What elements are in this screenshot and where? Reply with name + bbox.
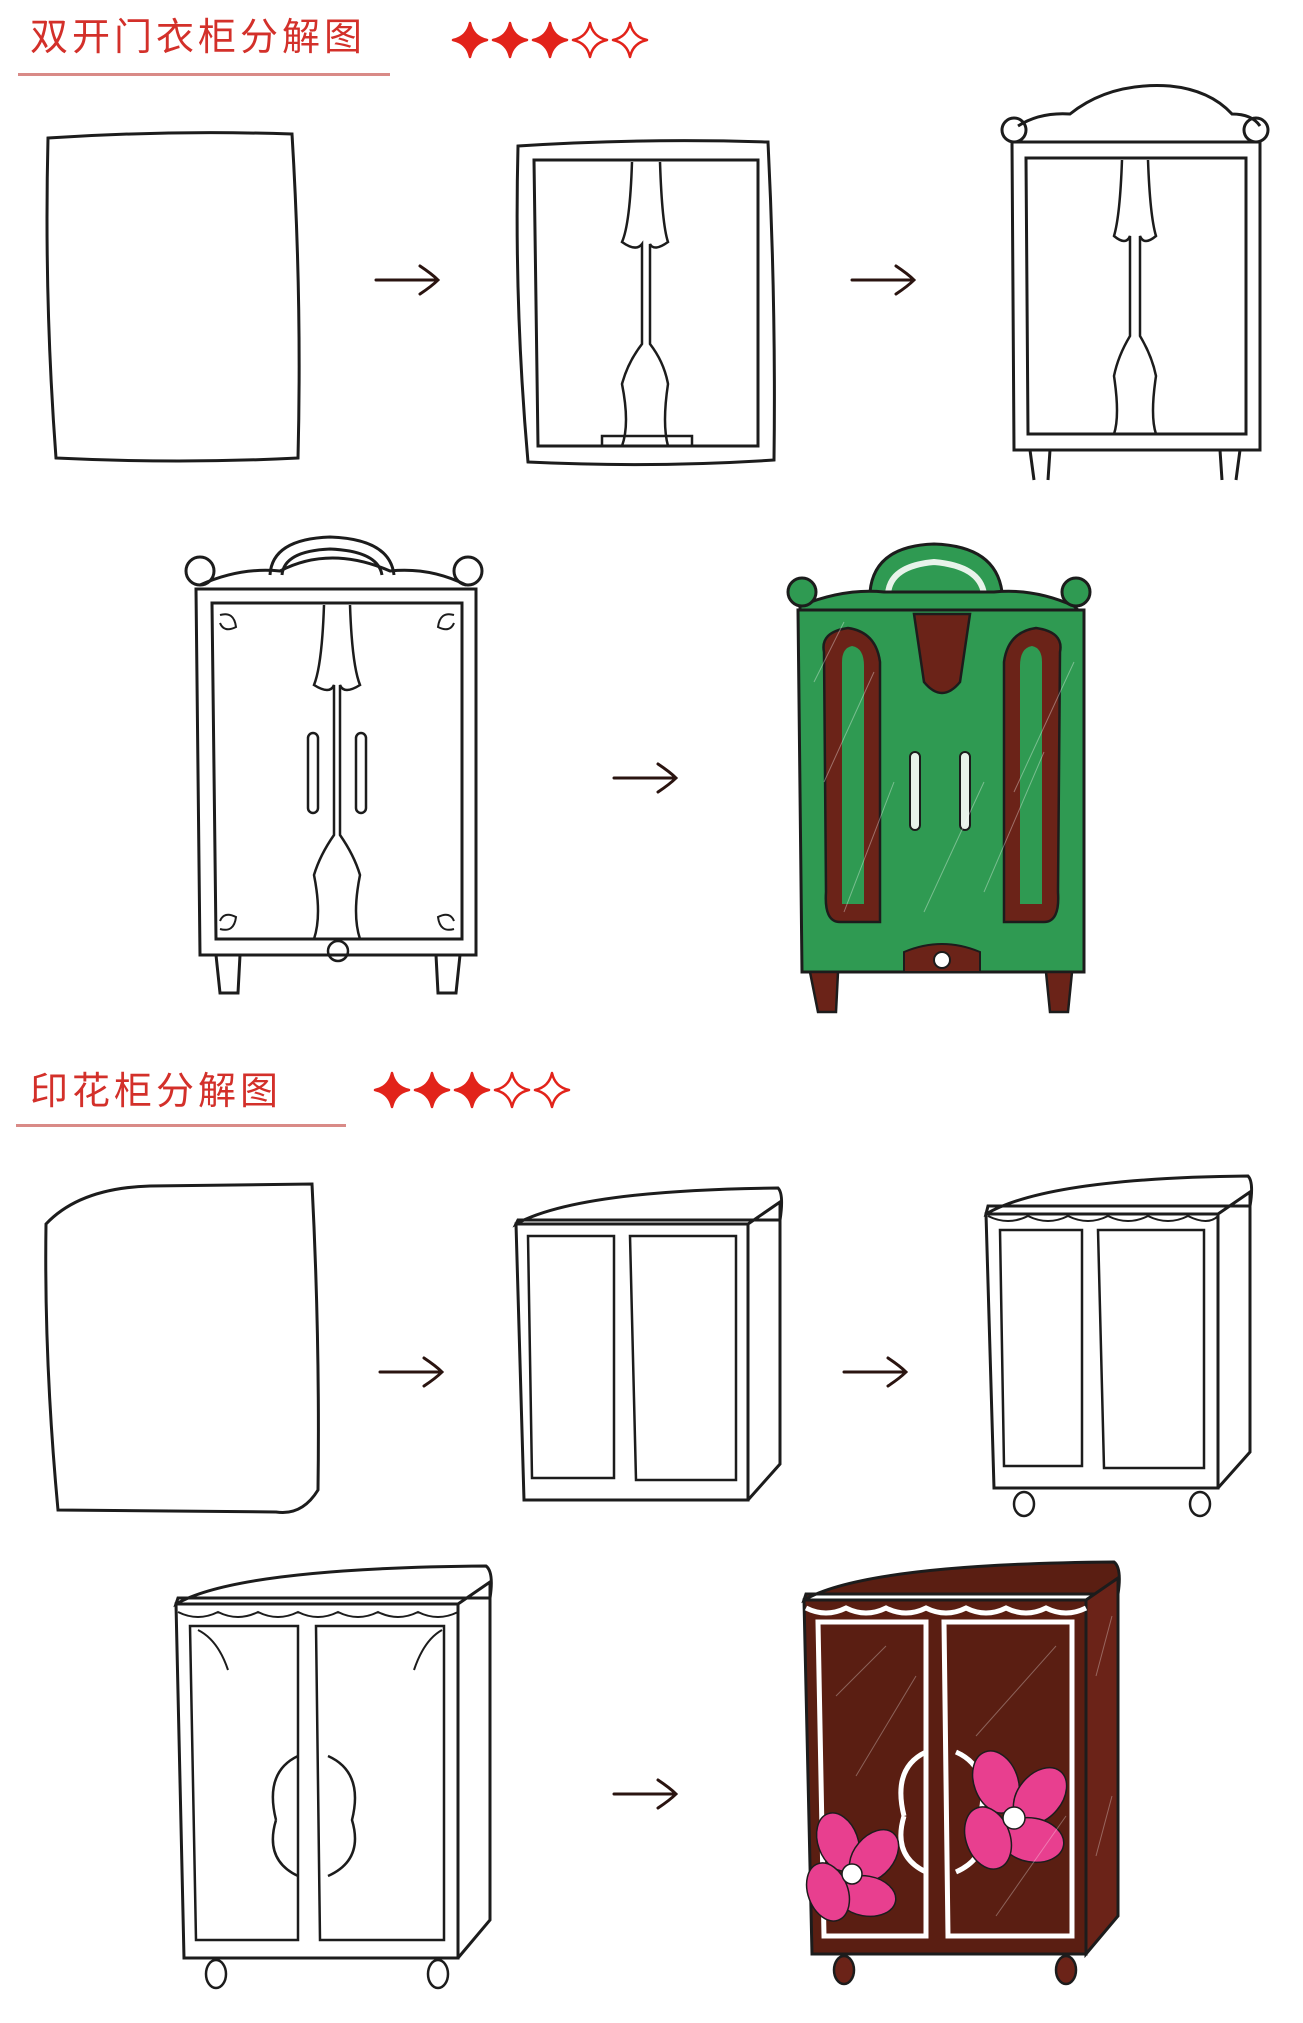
arrow-right-icon bbox=[842, 1356, 909, 1388]
arrow-right-icon bbox=[612, 1778, 679, 1810]
star-outline-icon bbox=[493, 1071, 531, 1109]
section-1-title: 双开门衣柜分解图 bbox=[30, 15, 367, 59]
wardrobe-step-1 bbox=[45, 131, 301, 463]
star-outline-icon bbox=[611, 21, 649, 59]
star-outline-icon bbox=[571, 21, 609, 59]
cabinet-step-2 bbox=[512, 1186, 784, 1502]
wardrobe-step-2 bbox=[515, 139, 776, 467]
arrow-right-icon bbox=[850, 264, 917, 296]
wardrobe-step-5-colored bbox=[786, 542, 1092, 1014]
cabinet-step-3 bbox=[983, 1174, 1254, 1518]
cabinet-step-5-colored bbox=[801, 1560, 1121, 1986]
star-outline-icon bbox=[533, 1071, 571, 1109]
star-filled-icon bbox=[531, 21, 569, 59]
star-filled-icon bbox=[373, 1071, 411, 1109]
section-2-underline bbox=[16, 1124, 346, 1127]
section-2-title: 印花柜分解图 bbox=[30, 1069, 283, 1113]
flower-right bbox=[963, 1750, 1068, 1870]
star-filled-icon bbox=[453, 1071, 491, 1109]
star-filled-icon bbox=[451, 21, 489, 59]
star-filled-icon bbox=[491, 21, 529, 59]
flower-left bbox=[805, 1812, 900, 1922]
cabinet-step-1 bbox=[44, 1182, 320, 1515]
wardrobe-step-3 bbox=[1000, 84, 1270, 481]
star-filled-icon bbox=[413, 1071, 451, 1109]
section-1-rating bbox=[450, 20, 650, 60]
section-1-underline bbox=[18, 73, 390, 76]
arrow-right-icon bbox=[378, 1356, 445, 1388]
wardrobe-step-4 bbox=[184, 535, 484, 995]
section-2-rating bbox=[372, 1070, 572, 1110]
cabinet-step-4 bbox=[173, 1564, 493, 1990]
arrow-right-icon bbox=[612, 762, 679, 794]
arrow-right-icon bbox=[374, 264, 441, 296]
